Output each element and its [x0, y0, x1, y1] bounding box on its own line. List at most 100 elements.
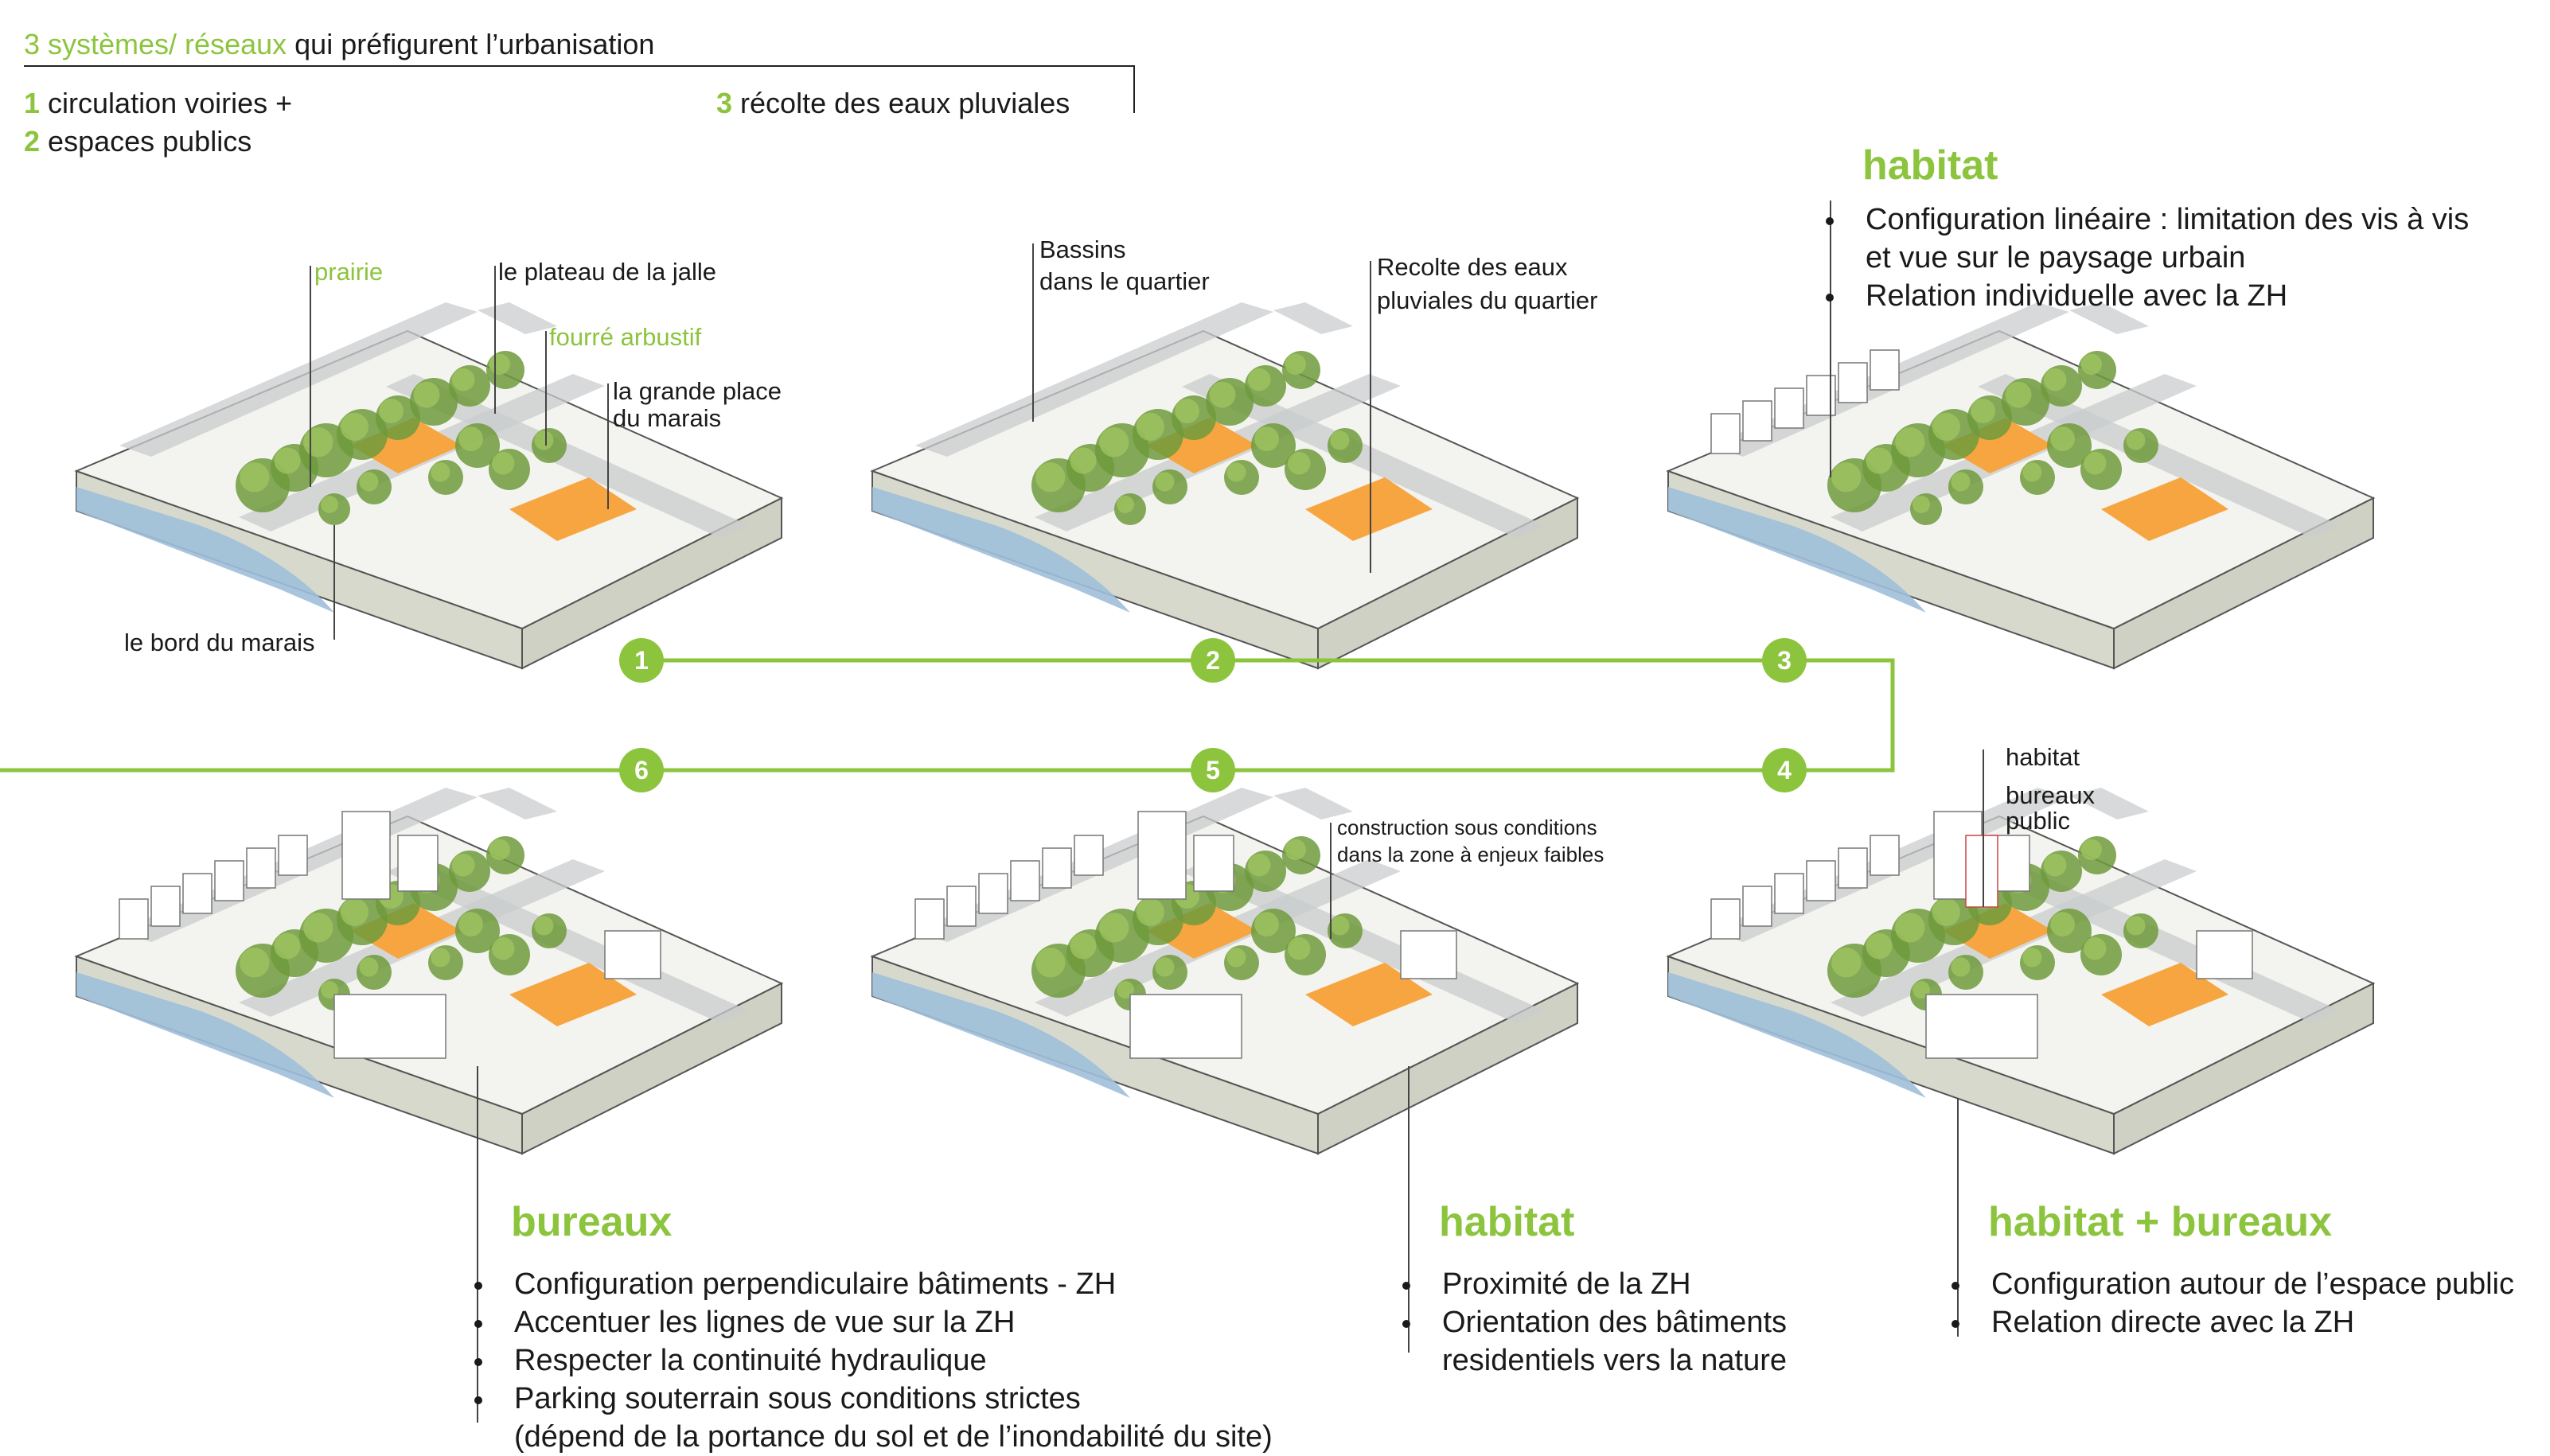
building: [1010, 860, 1040, 901]
building: [182, 873, 212, 914]
list-item: Proximité de la ZH: [1402, 1265, 1787, 1303]
label-recolte-line2: pluviales du quartier: [1377, 286, 1598, 314]
tree-cluster: [1070, 932, 1097, 960]
road-band: [915, 302, 1273, 457]
label-recolte-line1: Recolte des eaux: [1377, 253, 1568, 281]
road-band: [1182, 859, 1544, 1023]
tree-cluster: [1287, 451, 1311, 475]
step-number: 1: [634, 646, 649, 675]
site-block-2: [870, 302, 1580, 670]
tree-cluster: [1099, 427, 1129, 457]
tree-cluster: [340, 897, 368, 926]
plaza-orange: [1146, 903, 1257, 959]
habitat-bureaux-title: habitat + bureaux: [1988, 1199, 2332, 1245]
tree-cluster: [2050, 912, 2075, 936]
tree-cluster: [451, 853, 475, 877]
label-place-line1: la grande place: [613, 377, 782, 405]
road-band: [1273, 788, 1353, 819]
label-bassins-line1: Bassins: [1039, 236, 1126, 263]
building: [914, 898, 945, 940]
step-circle: [1191, 748, 1235, 792]
tree-cluster: [274, 447, 301, 474]
tree-cluster: [2126, 430, 2146, 450]
header-item-1: 1 circulation voiries +: [24, 84, 292, 123]
bullet-icon: [474, 1319, 482, 1328]
plaza-orange: [1305, 477, 1433, 541]
bullet-icon: [1826, 293, 1834, 302]
list-item: Orientation des bâtiments: [1402, 1303, 1787, 1341]
building: [1742, 886, 1772, 927]
water-band: [76, 487, 334, 613]
header-rule: [24, 65, 1135, 67]
header-title-rest: qui préfigurent l’urbanisation: [294, 28, 655, 60]
step-number: 5: [1206, 756, 1220, 784]
tree-cluster: [458, 426, 483, 451]
tree-cluster: [1035, 462, 1066, 492]
site-block-4: [1666, 788, 2376, 1155]
road-band: [1978, 859, 2340, 1023]
header-item-3: 3 récolte des eaux pluviales: [716, 84, 1070, 123]
habitat-bureaux-list: Configuration autour de l’espace public …: [1951, 1265, 2514, 1341]
tree-cluster: [1136, 412, 1164, 442]
water-band: [872, 972, 1130, 1098]
tree-cluster: [1254, 426, 1279, 451]
road-band: [1182, 374, 1544, 538]
tree-cluster: [2005, 381, 2032, 408]
tree-cluster: [2043, 368, 2067, 391]
tree-cluster: [1226, 948, 1246, 967]
road-band: [1978, 374, 2340, 538]
label-habitat-small: habitat: [2006, 743, 2080, 771]
tree-cluster: [2022, 948, 2042, 967]
site-block-3: [1666, 302, 2376, 670]
bullet-icon: [1402, 1319, 1410, 1328]
list-item: Parking souterrain sous conditions stric…: [474, 1380, 1273, 1418]
tree-cluster: [1136, 897, 1164, 926]
label-bassins-line2: dans le quartier: [1039, 267, 1210, 295]
tree-cluster: [359, 957, 379, 977]
header-title: 3 systèmes/ réseaux qui préfigurent l’ur…: [24, 25, 654, 64]
step-number: 2: [1206, 646, 1220, 675]
label-prairie: prairie: [314, 258, 384, 286]
building: [1870, 349, 1900, 391]
road-band: [2069, 788, 2149, 819]
label-bureaux-small: bureaux: [2006, 781, 2096, 809]
list-item: Relation directe avec la ZH: [1951, 1303, 2514, 1341]
tree-cluster: [1895, 427, 1925, 457]
step-number: 4: [1777, 756, 1792, 784]
tree-cluster: [1951, 957, 1971, 977]
bullet-icon: [1951, 1319, 1959, 1328]
list-item: Respecter la continuité hydraulique: [474, 1341, 1273, 1380]
building: [1400, 930, 1457, 979]
road-band: [386, 374, 748, 538]
building: [1193, 835, 1234, 892]
header-item-1-text: circulation voiries +: [48, 87, 293, 119]
tree-cluster: [1330, 916, 1350, 936]
tree-cluster: [1175, 399, 1199, 423]
bullet-icon: [1951, 1281, 1959, 1290]
bureaux-title: bureaux: [511, 1199, 673, 1245]
road-band: [478, 302, 557, 334]
header-item-3-text: récolte des eaux pluviales: [740, 87, 1070, 119]
list-item: Configuration linéaire : limitation des …: [1826, 200, 2469, 239]
habitat-bottom-title: habitat: [1439, 1199, 1575, 1245]
tree-cluster: [431, 462, 450, 482]
building: [1838, 847, 1868, 889]
tree-cluster: [274, 932, 301, 960]
list-item: Accentuer les lignes de vue sur la ZH: [474, 1303, 1273, 1341]
building-tower: [341, 811, 391, 900]
tree-cluster: [1951, 472, 1971, 492]
tree-cluster: [2083, 936, 2107, 960]
tree-cluster: [1932, 897, 1960, 926]
road-band: [386, 859, 748, 1023]
tree-cluster: [2126, 916, 2146, 936]
tree-cluster: [2050, 426, 2075, 451]
step-circle: [1762, 748, 1807, 792]
list-item: residentiels vers la nature: [1442, 1344, 1787, 1377]
tree-cluster: [1866, 447, 1893, 474]
road-band: [1273, 302, 1353, 334]
tree-cluster: [340, 412, 368, 442]
tree-cluster: [1287, 936, 1311, 960]
tree-cluster: [1285, 839, 1306, 860]
bullet-icon: [474, 1396, 482, 1404]
